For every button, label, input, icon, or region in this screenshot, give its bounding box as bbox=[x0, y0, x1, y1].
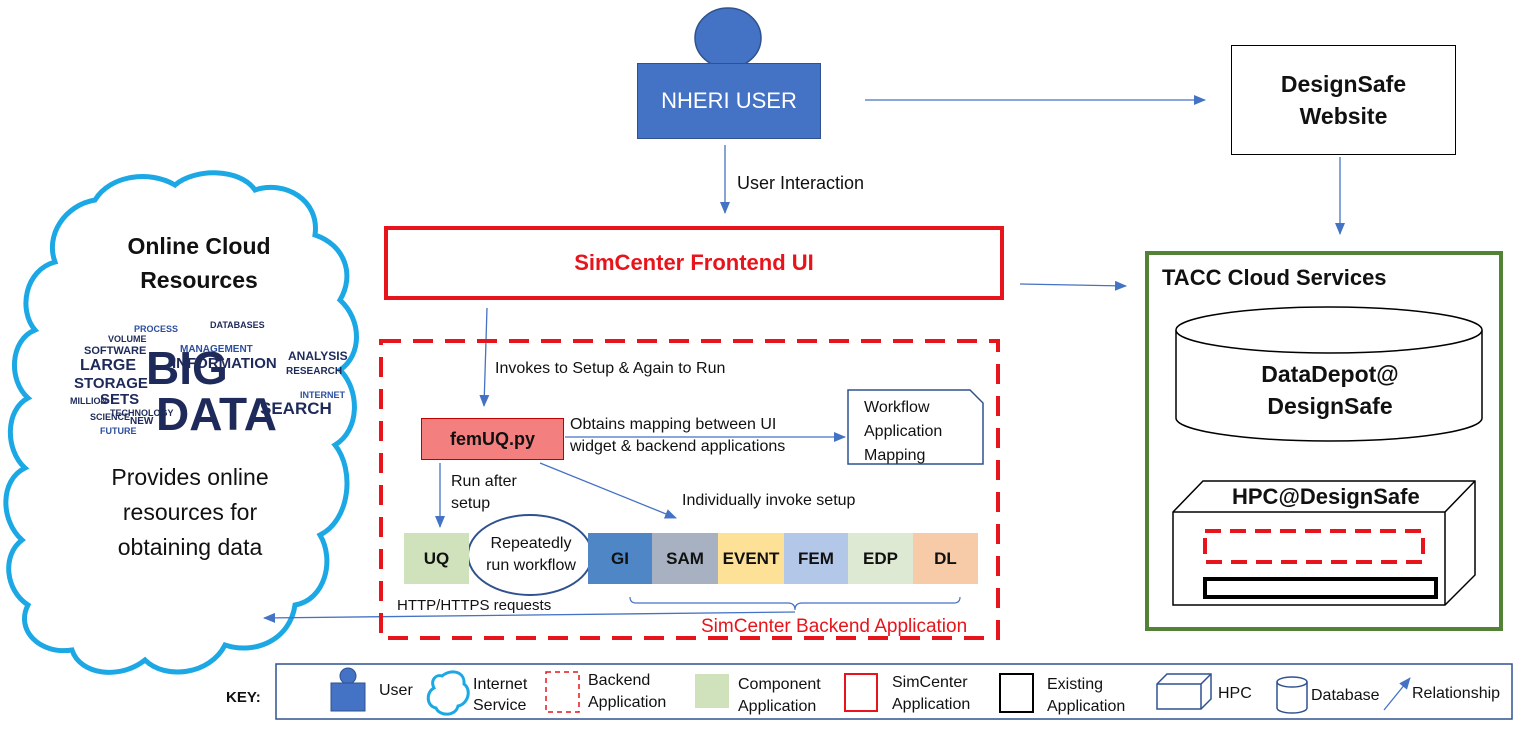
http-requests-label: HTTP/HTTPS requests bbox=[397, 597, 552, 614]
user-box[interactable]: NHERI USER bbox=[637, 63, 821, 139]
green-box-icon bbox=[695, 674, 729, 708]
wordcloud-word: INTERNET bbox=[300, 390, 346, 400]
backend-title: SimCenter Backend Application bbox=[701, 616, 968, 637]
arrow-http-to-cloud bbox=[263, 611, 796, 623]
tacc-title: TACC Cloud Services bbox=[1162, 265, 1387, 290]
designsafe-website-box[interactable]: DesignSafe Website bbox=[1231, 45, 1456, 155]
wordcloud-word: ANALYSIS bbox=[288, 349, 348, 363]
mapping-document-shape bbox=[847, 389, 984, 465]
key-user-label: User bbox=[379, 682, 413, 699]
wordcloud-word: RESEARCH bbox=[286, 366, 342, 377]
backend-dashed-outline bbox=[379, 339, 1000, 640]
user-label: NHERI USER bbox=[661, 88, 797, 113]
cloud-description: Provides online resources for obtaining … bbox=[111, 463, 269, 560]
wordcloud-word: BIG bbox=[146, 342, 228, 394]
arrow-icon bbox=[1383, 677, 1411, 711]
wordcloud-word: NEW bbox=[130, 416, 154, 427]
key-database-label: Database bbox=[1311, 687, 1380, 704]
obtains-label: Obtains mapping between UI widget & back… bbox=[570, 416, 786, 455]
wordcloud-word: DATA bbox=[156, 388, 277, 440]
mapping-document-label[interactable]: Workflow Application Mapping bbox=[864, 399, 943, 464]
frontend-label: SimCenter Frontend UI bbox=[574, 250, 814, 275]
designsafe-website-label: DesignSafe Website bbox=[1280, 71, 1407, 129]
wordcloud-word: MILLION bbox=[70, 396, 107, 406]
cloud-outline bbox=[3, 170, 359, 675]
cloud-icon bbox=[426, 670, 470, 716]
key-hpc-label: HPC bbox=[1218, 685, 1252, 702]
wordcloud-word: SCIENCE bbox=[90, 412, 130, 422]
datadepot-label[interactable]: DataDepot@ DesignSafe bbox=[1261, 361, 1399, 419]
arrow-frontend-to-femuq bbox=[479, 307, 490, 407]
user-head-shape bbox=[694, 7, 762, 69]
femuq-label: femUQ.py bbox=[449, 428, 536, 449]
component-fem[interactable]: FEM bbox=[784, 533, 848, 584]
key-backend-label: Backend Application bbox=[588, 672, 667, 711]
hpc-icon bbox=[1156, 673, 1212, 710]
key-existing-label: Existing Application bbox=[1047, 676, 1126, 715]
individually-label: Individually invoke setup bbox=[682, 492, 856, 509]
component-dl[interactable]: DL bbox=[913, 533, 978, 584]
repeat-label: Repeatedly run workflow bbox=[484, 522, 578, 588]
wordcloud-word: SEARCH bbox=[260, 399, 332, 418]
component-edp[interactable]: EDP bbox=[848, 533, 913, 584]
wordcloud-word: DATABASES bbox=[210, 320, 265, 330]
arrow-femuq-to-components bbox=[539, 462, 677, 519]
wordcloud-word: VOLUME bbox=[108, 334, 147, 344]
key-component-label: Component Application bbox=[738, 676, 821, 715]
wordcloud-word: INFORMATION bbox=[172, 355, 277, 372]
user-interaction-label: User Interaction bbox=[737, 173, 865, 193]
black-box-icon bbox=[999, 673, 1034, 713]
database-icon bbox=[1276, 676, 1308, 714]
tacc-box: TACC Cloud Services bbox=[1145, 251, 1503, 631]
red-box-icon bbox=[844, 673, 878, 712]
key-simcenter-label: SimCenter Application bbox=[892, 674, 971, 713]
cloud-title: Online Cloud Resources bbox=[127, 233, 271, 293]
big-data-wordcloud-image: BIG DATA INFORMATION LARGE STORAGE SETS … bbox=[60, 302, 356, 444]
wordcloud-word: FUTURE bbox=[100, 426, 137, 436]
hpc-label[interactable]: HPC@DesignSafe bbox=[1232, 484, 1420, 509]
key-internet-label: Internet Service bbox=[473, 676, 528, 714]
component-event[interactable]: EVENT bbox=[718, 533, 784, 584]
wordcloud-word: STORAGE bbox=[74, 375, 148, 392]
wordcloud-word: LARGE bbox=[80, 357, 136, 374]
user-icon bbox=[330, 667, 366, 712]
component-sam[interactable]: SAM bbox=[652, 533, 718, 584]
key-relationship-label: Relationship bbox=[1412, 685, 1501, 702]
wordcloud-word: TECHNOLOGY bbox=[110, 408, 174, 418]
frontend-box[interactable]: SimCenter Frontend UI bbox=[384, 226, 1004, 300]
run-after-setup-label: Run after setup bbox=[451, 473, 517, 512]
wordcloud-word: SETS bbox=[100, 391, 139, 408]
wordcloud-word: MANAGEMENT bbox=[180, 344, 253, 355]
key-title: KEY: bbox=[226, 689, 261, 706]
component-uq[interactable]: UQ bbox=[404, 533, 469, 584]
datadepot-cylinder bbox=[1175, 306, 1483, 442]
wordcloud-word: SOFTWARE bbox=[84, 345, 146, 357]
wordcloud-word: PROCESS bbox=[134, 324, 178, 334]
arrow-frontend-to-tacc bbox=[1019, 280, 1127, 291]
hpc-box bbox=[1172, 480, 1476, 606]
invokes-label: Invokes to Setup & Again to Run bbox=[495, 360, 726, 377]
components-brace bbox=[629, 596, 961, 611]
dashed-box-icon bbox=[545, 671, 580, 713]
component-gi[interactable]: GI bbox=[588, 533, 652, 584]
femuq-box[interactable]: femUQ.py bbox=[421, 418, 564, 460]
